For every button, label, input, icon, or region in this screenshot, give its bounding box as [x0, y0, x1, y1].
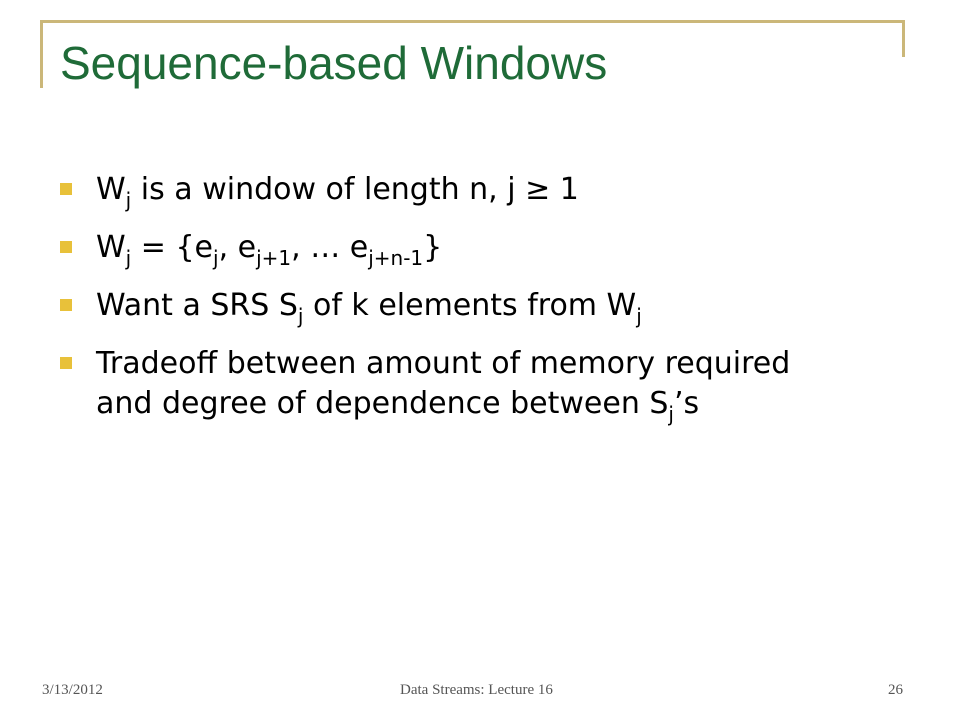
footer-date: 3/13/2012 [42, 682, 103, 698]
square-bullet-icon [60, 357, 72, 369]
bullet-item: Wj is a window of length n, j ≥ 1 [60, 170, 850, 210]
footer-title: Data Streams: Lecture 16 [400, 682, 553, 698]
bullet-list: Wj is a window of length n, j ≥ 1 Wj = {… [60, 170, 850, 442]
frame-top-line [40, 20, 905, 23]
bullet-text: Tradeoff between amount of memory requir… [96, 346, 791, 426]
frame-right-line [902, 20, 905, 57]
bullet-text: Wj = {ej, ej+1, … ej+n-1} [96, 230, 443, 270]
square-bullet-icon [60, 299, 72, 311]
square-bullet-icon [60, 183, 72, 195]
bullet-text: Want a SRS Sj of k elements from Wj [96, 288, 642, 328]
frame-left-line [40, 20, 43, 88]
slide-title: Sequence-based Windows [60, 37, 608, 89]
page-number: 26 [888, 682, 903, 698]
bullet-item: Tradeoff between amount of memory requir… [60, 344, 850, 424]
square-bullet-icon [60, 241, 72, 253]
bullet-item: Wj = {ej, ej+1, … ej+n-1} [60, 228, 850, 268]
bullet-item: Want a SRS Sj of k elements from Wj [60, 286, 850, 326]
bullet-text: Wj is a window of length n, j ≥ 1 [96, 172, 579, 212]
